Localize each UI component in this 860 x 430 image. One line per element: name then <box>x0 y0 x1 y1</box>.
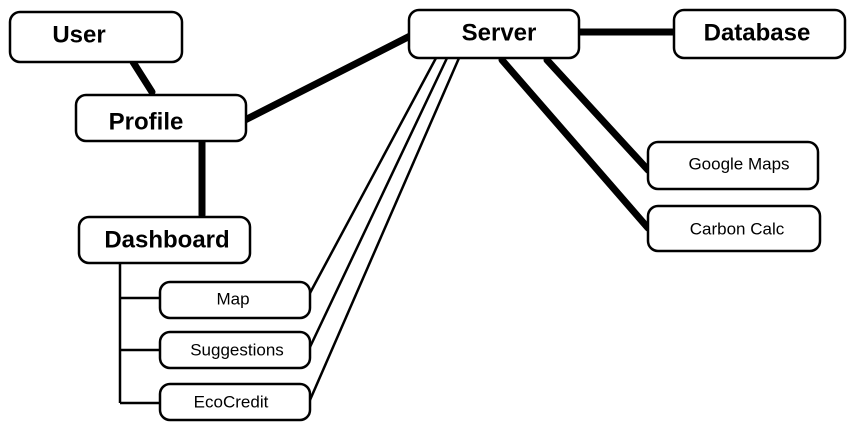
edge-profile-server <box>241 31 416 124</box>
node-database: Database <box>672 8 847 60</box>
edge-server-ecocredit <box>308 57 461 401</box>
node-map: Map <box>158 280 312 320</box>
node-user-label: User <box>52 22 105 49</box>
node-server-label: Server <box>462 20 537 47</box>
edge-server-carbon-calc <box>498 56 652 232</box>
edge-user-profile <box>129 58 156 96</box>
node-map-label: Map <box>216 290 249 309</box>
connectors <box>118 28 680 405</box>
node-profile: Profile <box>74 93 248 143</box>
node-server: Server <box>407 8 581 60</box>
node-ecocredit-label: EcoCredit <box>194 393 269 412</box>
edge-server-map <box>308 57 438 294</box>
node-ecocredit: EcoCredit <box>158 382 312 422</box>
edge-server-google-maps <box>543 56 652 174</box>
node-suggestions-label: Suggestions <box>190 341 284 360</box>
node-suggestions: Suggestions <box>158 330 312 370</box>
node-database-label: Database <box>704 20 811 47</box>
node-carbon-calc-label: Carbon Calc <box>690 220 785 239</box>
node-carbon-calc: Carbon Calc <box>646 204 822 253</box>
dashboard-tree <box>118 262 160 405</box>
node-google-maps-label: Google Maps <box>688 155 789 174</box>
node-profile-label: Profile <box>109 109 184 136</box>
node-dashboard-label: Dashboard <box>104 227 229 254</box>
edge-server-suggestions <box>308 57 449 348</box>
node-user: User <box>8 10 184 64</box>
node-google-maps: Google Maps <box>646 140 820 191</box>
node-dashboard: Dashboard <box>77 215 252 265</box>
